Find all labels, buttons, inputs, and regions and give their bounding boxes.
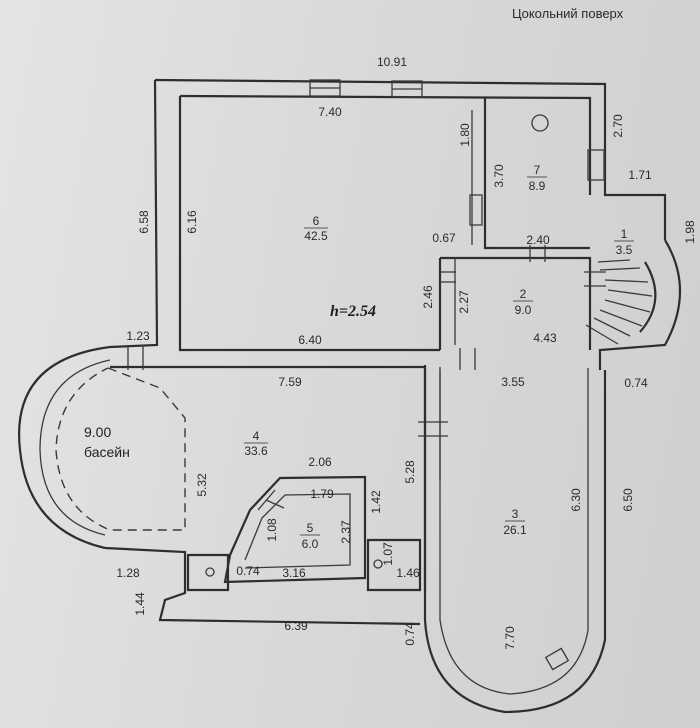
room-3-label: 3 26.1 [503,507,527,537]
dim-bottom-074: 0.74 [236,564,260,578]
outer-wall [154,78,667,240]
dimension-labels-vertical: 6.58 6.16 1.80 3.70 2.70 1.98 2.46 2.27 … [133,114,697,650]
pool-outer [18,345,111,550]
svg-text:6: 6 [313,214,320,228]
room-6-label: 6 42.5 [304,214,328,243]
dim-room3-outer: 6.50 [621,488,635,512]
dim-room5-top: 2.06 [308,455,332,469]
drain-symbol-right [373,559,383,569]
plan-title: Цокольний поверх [512,6,624,21]
pool-inner [39,359,111,536]
svg-text:5: 5 [307,521,314,535]
drain-symbol-left [205,567,215,577]
small-room-wall [186,553,230,592]
dim-right-198: 1.98 [683,220,697,244]
dim-room4-height: 5.32 [195,473,209,497]
dim-room3-top: 3.55 [501,375,525,389]
room-4-label: 4 33.6 [244,429,268,458]
dim-room5-237: 2.37 [339,520,353,544]
outer-wall-inner [179,94,592,195]
stair-wall-inner [639,261,657,333]
svg-text:1: 1 [621,227,628,241]
svg-text:2: 2 [520,287,527,301]
room-2-label: 2 9.0 [513,287,533,317]
dim-top-overall: 10.91 [377,55,407,69]
left-wall-room6-inner [178,96,440,352]
windows [309,79,605,226]
shower-symbol [544,647,570,671]
svg-text:9.0: 9.0 [515,303,532,317]
dim-room5-108: 1.08 [265,518,279,542]
room2-wall [440,256,592,350]
svg-text:42.5: 42.5 [304,229,328,243]
dim-right-074: 0.74 [624,376,648,390]
dim-bottom-mid-074: 0.74 [403,622,417,646]
room5-wall [223,475,367,584]
dim-room5-142: 1.42 [369,490,383,514]
boiler-circle [531,114,549,132]
dim-pool-123: 1.23 [126,329,150,343]
dim-left-128: 1.28 [116,566,140,580]
dim-room2-bottom: 4.43 [533,331,557,345]
svg-text:4: 4 [253,429,260,443]
svg-text:3.5: 3.5 [616,243,633,257]
room3-outer [423,365,607,714]
svg-text:7: 7 [534,163,541,177]
dim-room6-left-inner: 6.16 [185,210,199,234]
dim-room4-right: 5.28 [403,460,417,484]
room5-wall-inner [244,493,351,569]
dim-room3-inner: 6.30 [569,488,583,512]
svg-text:33.6: 33.6 [244,444,268,458]
stair-treads [585,259,653,345]
room-5-label: 5 6.0 [300,521,320,551]
room-1-label: 1 3.5 [614,227,634,257]
svg-text:3: 3 [512,507,519,521]
dim-mid-246: 2.46 [421,285,435,309]
dim-room7-height: 3.70 [492,164,506,188]
dim-room2-height: 2.27 [457,290,471,314]
pool-name: басейн [84,444,130,460]
room4-left-lower [104,546,421,626]
dim-bottom-316: 3.16 [282,566,306,580]
dim-bottom-overall: 6.39 [284,619,308,633]
dim-right-270: 2.70 [611,114,625,138]
dim-left-144: 1.44 [133,592,147,616]
svg-text:8.9: 8.9 [529,179,546,193]
dim-room2-top: 2.40 [526,233,550,247]
stair-wall [598,239,681,370]
dim-mid-180: 1.80 [458,123,472,147]
dim-mid-067: 0.67 [432,231,456,245]
dim-room4-top: 7.59 [278,375,302,389]
room3-inner [439,368,589,695]
room-146-wall [366,538,422,592]
svg-text:26.1: 26.1 [503,523,527,537]
dim-bottom-146: 1.46 [396,566,420,580]
dimension-labels: 10.91 7.40 6.40 1.71 0.67 2.40 4.43 1.23… [116,55,652,633]
svg-text:6.0: 6.0 [302,537,319,551]
left-wall-room6 [109,79,159,349]
room7-wall [483,98,590,250]
room4-wall [110,365,427,590]
door-marks [127,245,606,511]
dim-room6-left-outer: 6.58 [137,210,151,234]
dim-room6-top: 7.40 [318,105,342,119]
ceiling-height-label: h=2.54 [330,303,376,320]
dim-room5-107: 1.07 [381,542,395,566]
pool-area: 9.00 [84,424,111,440]
room-7-label: 7 8.9 [527,163,547,193]
dim-right-171: 1.71 [628,168,652,182]
dim-room5-inner: 1.79 [310,487,334,501]
dim-room6-bottom: 6.40 [298,333,322,347]
dim-room3-length: 7.70 [503,626,517,650]
